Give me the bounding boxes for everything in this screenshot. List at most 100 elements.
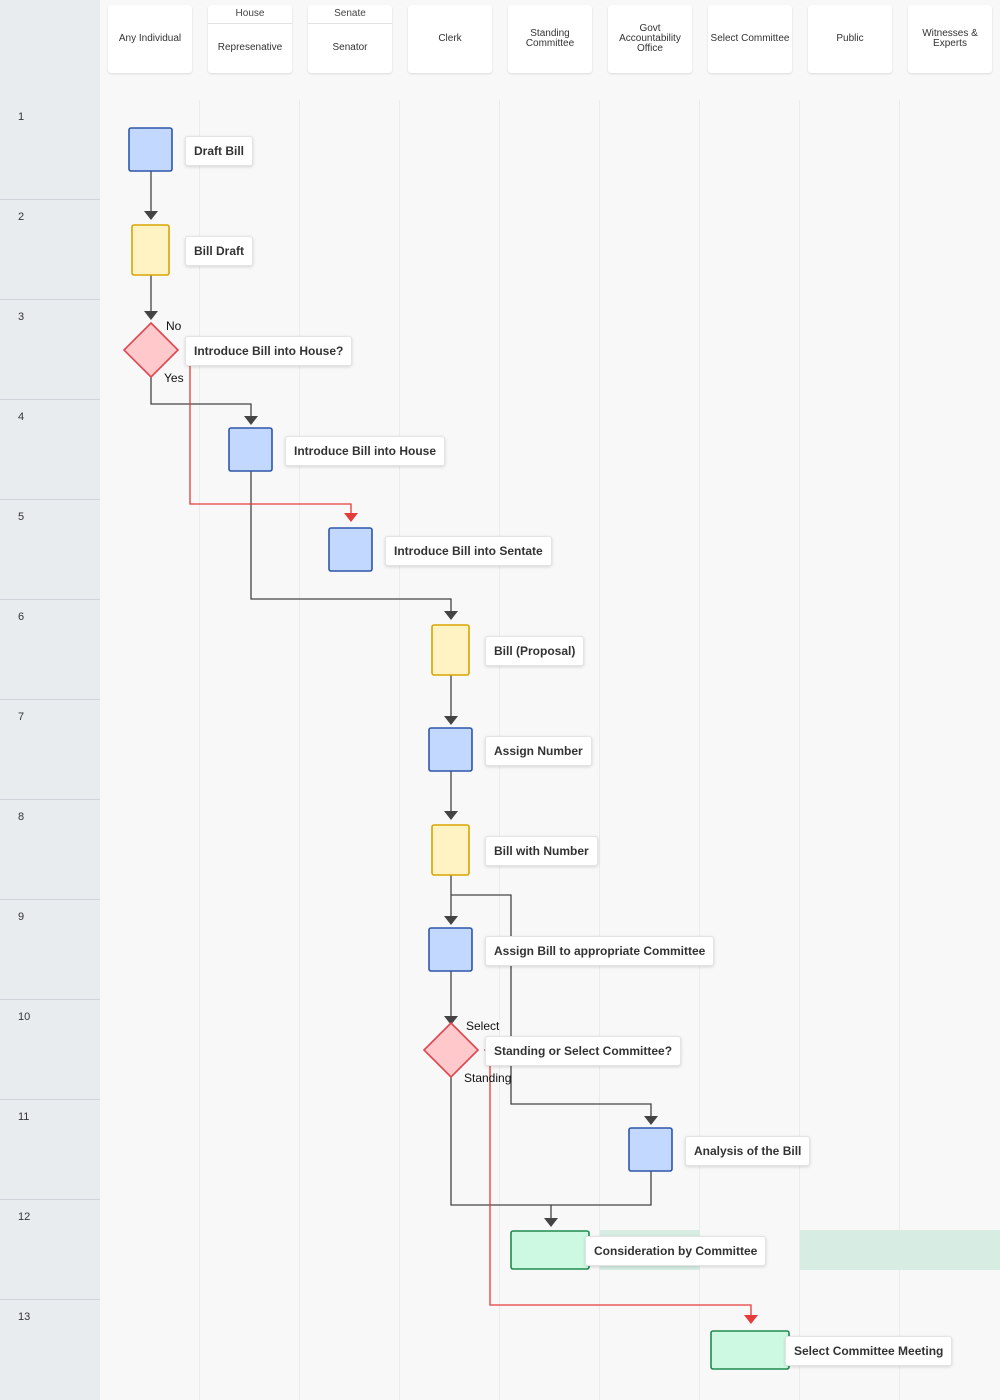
row-label: 10 [18, 1011, 31, 1023]
connector [250, 470, 452, 612]
row-label: 3 [18, 311, 25, 323]
lane-title: Public [836, 33, 864, 44]
lane-header-witnesses[interactable]: Witnesses & Experts [908, 5, 992, 73]
edge-label-no: No [166, 319, 182, 333]
arrowhead [744, 1315, 758, 1324]
lane-header-gao[interactable]: Govt Accountability Office [608, 5, 692, 73]
document-icon[interactable] [431, 824, 470, 876]
lane-header-any-individual[interactable]: Any Individual [108, 5, 192, 73]
node-label-assign-number[interactable]: Assign Number [485, 736, 592, 766]
row-label: 2 [18, 211, 25, 223]
document-icon[interactable] [131, 224, 170, 276]
node-label-draft-bill[interactable]: Draft Bill [185, 136, 254, 166]
row-divider [0, 299, 100, 300]
node-label-bill-with-number[interactable]: Bill with Number [485, 836, 598, 866]
node-label-select-meeting[interactable]: Select Committee Meeting [785, 1336, 953, 1366]
node-label-assign-committee[interactable]: Assign Bill to appropriate Committee [485, 936, 715, 966]
lane-header-clerk[interactable]: Clerk [408, 5, 492, 73]
row-divider [0, 899, 100, 900]
row-divider [0, 1099, 100, 1100]
lane-header-select-committee[interactable]: Select Committee [708, 5, 792, 73]
row-label: 5 [18, 511, 25, 523]
row-label: 4 [18, 411, 25, 423]
lane-header-senator[interactable]: Senate Senator [308, 5, 392, 73]
row-label: 13 [18, 1311, 31, 1323]
lane-divider [299, 100, 300, 1400]
process-icon[interactable] [428, 727, 473, 772]
connector [551, 1170, 652, 1206]
lane-divider [899, 100, 900, 1400]
decision-icon[interactable] [422, 1021, 480, 1079]
row-divider [0, 999, 100, 1000]
connector [451, 894, 652, 1117]
node-label-consideration[interactable]: Consideration by Committee [585, 1236, 767, 1266]
arrowhead [344, 513, 358, 522]
node-label-introduce-decision[interactable]: Introduce Bill into House? [185, 336, 353, 366]
lane-title: Select Committee [710, 33, 790, 44]
row-label: 9 [18, 911, 25, 923]
row-divider [0, 699, 100, 700]
node-label-introduce-senate[interactable]: Introduce Bill into Sentate [385, 536, 552, 566]
alt-connector [189, 362, 352, 514]
arrowhead [244, 416, 258, 425]
connector [450, 1077, 552, 1219]
document-icon[interactable] [431, 624, 470, 676]
arrowhead [444, 811, 458, 820]
terminal-icon[interactable] [510, 1230, 590, 1270]
lane-divider [799, 100, 800, 1400]
lane-divider [399, 100, 400, 1400]
process-icon[interactable] [428, 927, 473, 972]
lane-title: Represenative [217, 42, 283, 53]
lane-title: Any Individual [118, 33, 182, 44]
row-label: 12 [18, 1211, 31, 1223]
arrowhead [644, 1116, 658, 1125]
lane-header-representative[interactable]: House Represenative [208, 5, 292, 73]
lane-divider [699, 100, 700, 1400]
lane-title: Senator [332, 42, 368, 53]
lane-group: Senate [308, 5, 392, 24]
row-gutter: 1 2 3 4 5 6 7 8 9 10 11 12 13 [0, 0, 100, 1400]
alt-connector [484, 1049, 752, 1316]
arrowhead [144, 311, 158, 320]
process-icon[interactable] [128, 127, 173, 172]
terminal-icon[interactable] [710, 1330, 790, 1370]
decision-icon[interactable] [122, 321, 180, 379]
lane-title: Clerk [438, 33, 462, 44]
row-divider [0, 599, 100, 600]
lane-title: Witnesses & Experts [922, 28, 978, 49]
row-divider [0, 199, 100, 200]
lane-divider [199, 100, 200, 1400]
row-label: 8 [18, 811, 25, 823]
node-label-bill-draft[interactable]: Bill Draft [185, 236, 254, 266]
connector [150, 377, 252, 417]
timeline-band [800, 1230, 1000, 1270]
process-icon[interactable] [628, 1127, 673, 1172]
edge-label-select: Select [466, 1019, 500, 1033]
node-label-introduce-house[interactable]: Introduce Bill into House [285, 436, 446, 466]
row-label: 1 [18, 111, 25, 123]
node-label-committee-decision[interactable]: Standing or Select Committee? [485, 1036, 682, 1066]
row-divider [0, 399, 100, 400]
lane-divider [599, 100, 600, 1400]
lane-header-standing-committee[interactable]: Standing Committee [508, 5, 592, 73]
arrowhead [544, 1218, 558, 1227]
arrowhead [444, 611, 458, 620]
process-icon[interactable] [328, 527, 373, 572]
arrowhead [444, 1016, 458, 1025]
node-label-bill-proposal[interactable]: Bill (Proposal) [485, 636, 585, 666]
edge-label-standing: Standing [464, 1071, 512, 1085]
lane-title: Govt Accountability Office [619, 23, 681, 54]
edge-label-yes: Yes [164, 371, 184, 385]
row-divider [0, 499, 100, 500]
lane-header-public[interactable]: Public [808, 5, 892, 73]
process-icon[interactable] [228, 427, 273, 472]
node-label-analysis[interactable]: Analysis of the Bill [685, 1136, 811, 1166]
lane-group: House [208, 5, 292, 24]
arrowhead [444, 716, 458, 725]
lane-title: Standing Committee [525, 28, 575, 49]
row-label: 6 [18, 611, 25, 623]
row-divider [0, 1199, 100, 1200]
row-divider [0, 1299, 100, 1300]
row-label: 11 [18, 1111, 30, 1123]
